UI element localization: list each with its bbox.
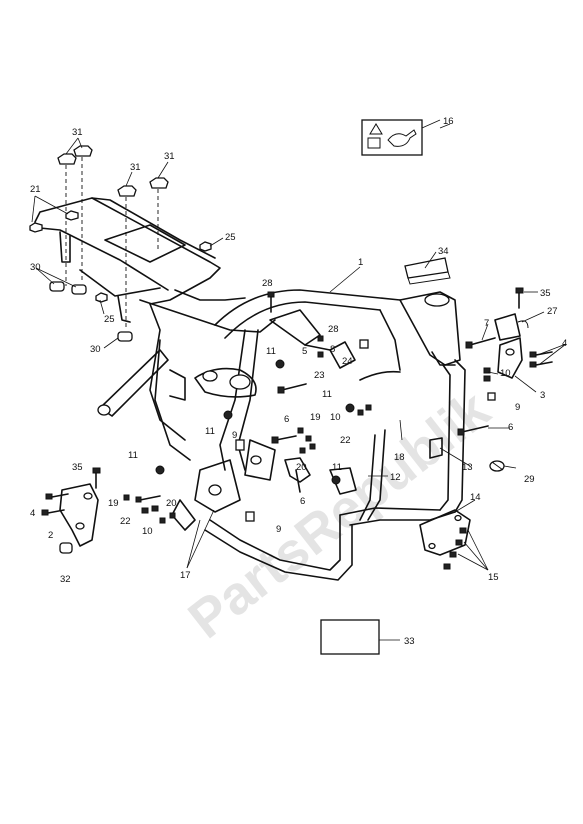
leader-lines bbox=[31, 123, 567, 571]
callout-30-left: 30 bbox=[30, 262, 41, 273]
part-33-box bbox=[320, 619, 400, 655]
callout-6-center-bottom: 6 bbox=[300, 496, 305, 507]
callout-18: 18 bbox=[394, 452, 405, 463]
callout-25-lower: 25 bbox=[104, 314, 115, 325]
callout-20-center: 20 bbox=[296, 462, 307, 473]
bracket-34-part bbox=[404, 257, 451, 285]
callout-6-center-top: 6 bbox=[284, 414, 289, 425]
callout-34: 34 bbox=[438, 246, 449, 257]
callout-3: 3 bbox=[540, 390, 545, 401]
main-frame bbox=[171, 289, 466, 581]
callout-30-lower: 30 bbox=[90, 344, 101, 355]
callout-11-center-right: 11 bbox=[322, 389, 332, 400]
callout-33: 33 bbox=[404, 636, 415, 647]
callout-9-center-bottom: 9 bbox=[276, 524, 281, 535]
callout-9-right: 9 bbox=[515, 402, 520, 413]
callout-2: 2 bbox=[48, 530, 53, 541]
callout-22-left: 22 bbox=[120, 516, 131, 527]
grommet-32-part bbox=[59, 542, 73, 554]
callout-14: 14 bbox=[470, 492, 481, 503]
callout-4-right: 4 bbox=[562, 338, 567, 349]
bolts-and-nuts bbox=[41, 287, 553, 570]
callout-11-center-left: 11 bbox=[205, 426, 215, 437]
callout-1: 1 bbox=[358, 257, 363, 268]
bracket-27-part bbox=[494, 313, 529, 341]
callout-13: 13 bbox=[462, 462, 473, 473]
callout-23: 23 bbox=[314, 370, 325, 381]
callout-31-mid: 31 bbox=[130, 162, 141, 173]
callout-10-center: 10 bbox=[330, 412, 341, 423]
callout-11-lower: 11 bbox=[332, 462, 342, 473]
callout-25-top: 25 bbox=[225, 232, 236, 243]
callout-11-left: 11 bbox=[128, 450, 138, 461]
callout-31-right: 31 bbox=[164, 151, 175, 162]
plate-14-part bbox=[419, 509, 471, 556]
callout-10-left: 10 bbox=[142, 526, 153, 537]
callout-12: 12 bbox=[390, 472, 401, 483]
fasteners-rear bbox=[29, 145, 212, 342]
rear-subframe bbox=[34, 197, 276, 461]
callout-9-center-top: 9 bbox=[232, 430, 237, 441]
callout-5: 5 bbox=[302, 346, 307, 357]
callout-32: 32 bbox=[60, 574, 71, 585]
callout-20-left: 20 bbox=[166, 498, 177, 509]
callout-17: 17 bbox=[180, 570, 191, 581]
callout-10-right: 10 bbox=[500, 368, 511, 379]
warning-label-part bbox=[361, 119, 441, 156]
callout-7: 7 bbox=[484, 318, 489, 329]
callout-28-top: 28 bbox=[262, 278, 273, 289]
callout-labels: 1 2 3 4 4 5 6 6 6 7 8 9 9 9 10 10 10 11 … bbox=[30, 116, 567, 647]
callout-22-center: 22 bbox=[340, 435, 351, 446]
callout-6-right: 6 bbox=[508, 422, 513, 433]
bracket-3-part bbox=[497, 337, 523, 379]
bracket-2-part bbox=[59, 483, 99, 547]
callout-8: 8 bbox=[330, 344, 335, 355]
callout-21: 21 bbox=[30, 184, 41, 195]
callout-15: 15 bbox=[488, 572, 499, 583]
callout-11-center-top: 11 bbox=[266, 346, 276, 357]
callout-27: 27 bbox=[547, 306, 558, 317]
callout-24: 24 bbox=[342, 356, 353, 367]
callout-19-center: 19 bbox=[310, 412, 321, 423]
callout-4-left: 4 bbox=[30, 508, 35, 519]
callout-35-left: 35 bbox=[72, 462, 83, 473]
callout-19-left: 19 bbox=[108, 498, 119, 509]
callout-35-right: 35 bbox=[540, 288, 551, 299]
callout-31-left: 31 bbox=[72, 127, 83, 138]
callout-29: 29 bbox=[524, 474, 535, 485]
callout-28-center: 28 bbox=[328, 324, 339, 335]
callout-16: 16 bbox=[443, 116, 454, 127]
clip-29-part bbox=[489, 460, 505, 472]
